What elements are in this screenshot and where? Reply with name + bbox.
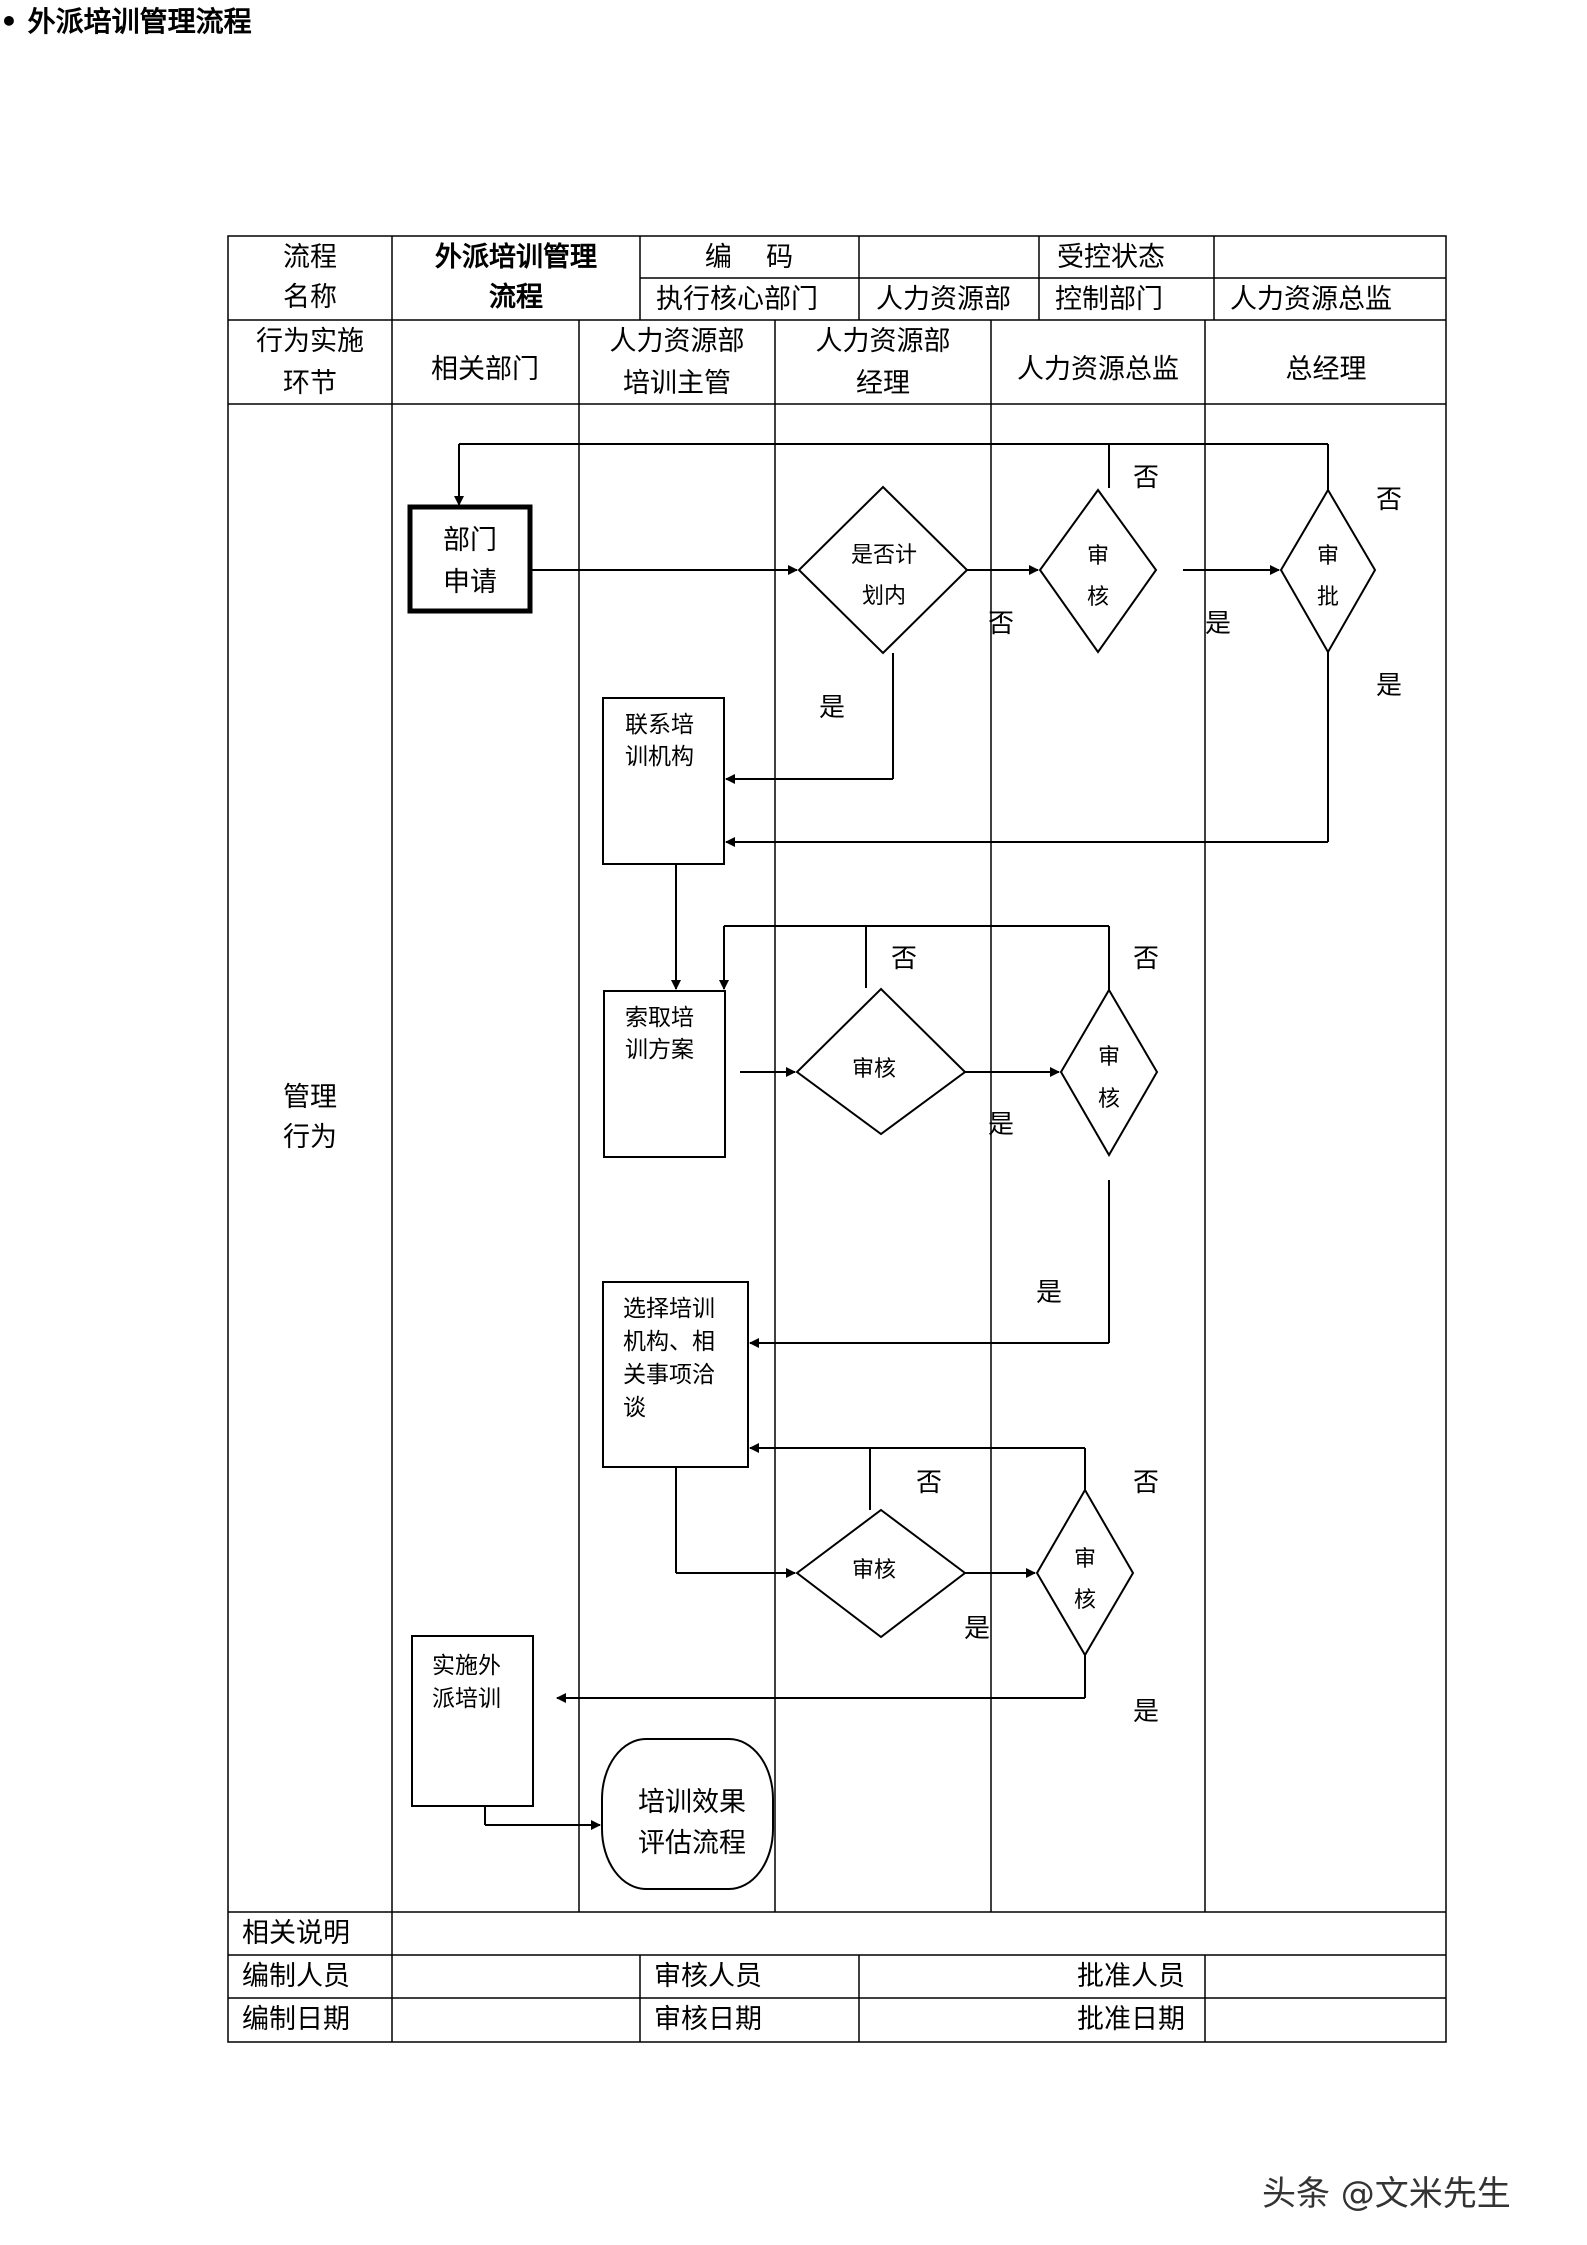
table-grid bbox=[227, 235, 1447, 2043]
implement-text-2: 派培训 bbox=[432, 1686, 501, 1712]
notes-label: 相关说明 bbox=[242, 1918, 350, 1949]
contact-box bbox=[602, 697, 725, 865]
row-label-1: 管理 bbox=[283, 1082, 337, 1113]
select-text-4: 谈 bbox=[623, 1395, 646, 1421]
dept-apply-text-2: 申请 bbox=[443, 567, 497, 598]
process-name-value-1: 外派培训管理 bbox=[435, 242, 597, 273]
approve-date-label: 批准日期 bbox=[1077, 2004, 1185, 2035]
review-5-text-2: 核 bbox=[1074, 1588, 1096, 1613]
lane-hr-manager-2: 经理 bbox=[856, 368, 910, 399]
manager-review-diamond-3 bbox=[795, 1508, 967, 1639]
review-date-label: 审核日期 bbox=[654, 2004, 762, 2035]
evaluate-text-1: 培训效果 bbox=[638, 1787, 746, 1818]
stage-header-1: 行为实施 bbox=[256, 326, 364, 357]
review-3-text-1: 审 bbox=[1098, 1045, 1120, 1070]
select-text-3: 关事项洽 bbox=[623, 1362, 715, 1388]
review-4-text: 审核 bbox=[852, 1558, 896, 1583]
lane-hr-training-1: 人力资源部 bbox=[609, 326, 745, 357]
obtain-plan-box bbox=[603, 990, 726, 1158]
exec-dept-value: 人力资源部 bbox=[876, 284, 1011, 315]
no-label-1: 否 bbox=[1133, 463, 1159, 493]
stage-header-2: 环节 bbox=[283, 368, 337, 399]
row-label-2: 行为 bbox=[283, 1122, 337, 1153]
implement-box bbox=[411, 1635, 534, 1807]
no-label-5: 否 bbox=[1133, 944, 1159, 974]
compiler-label: 编制人员 bbox=[242, 1961, 350, 1992]
approve-text-2: 批 bbox=[1317, 585, 1339, 610]
lane-gm: 总经理 bbox=[1285, 354, 1367, 385]
manager-review-diamond-2 bbox=[795, 987, 967, 1136]
obtain-plan-text-2: 训方案 bbox=[625, 1037, 694, 1063]
process-name-value-2: 流程 bbox=[489, 282, 543, 313]
lane-dept: 相关部门 bbox=[431, 354, 539, 385]
lane-hr-director: 人力资源总监 bbox=[1017, 354, 1179, 385]
reviewer-label: 审核人员 bbox=[654, 1961, 762, 1992]
select-box bbox=[602, 1281, 749, 1468]
control-dept-label: 控制部门 bbox=[1055, 284, 1163, 315]
in-plan-diamond bbox=[797, 485, 969, 655]
no-label-3: 否 bbox=[988, 609, 1014, 639]
yes-label-3: 是 bbox=[819, 693, 845, 723]
approve-text-1: 审 bbox=[1317, 544, 1339, 569]
yes-label-4: 是 bbox=[988, 1110, 1014, 1140]
in-plan-text-2: 划内 bbox=[862, 584, 906, 609]
lane-hr-training-2: 培训主管 bbox=[623, 368, 731, 399]
page-heading: • 外派培训管理流程 bbox=[0, 5, 252, 38]
lane-hr-manager-1: 人力资源部 bbox=[815, 326, 951, 357]
review-1-text-2: 核 bbox=[1087, 585, 1109, 610]
approver-label: 批准人员 bbox=[1077, 1961, 1185, 1992]
yes-label-1: 是 bbox=[1205, 609, 1231, 639]
obtain-plan-text-1: 索取培 bbox=[625, 1005, 694, 1031]
review-1-text-1: 审 bbox=[1087, 544, 1109, 569]
no-label-6: 否 bbox=[916, 1468, 942, 1498]
yes-label-2: 是 bbox=[1376, 671, 1402, 701]
director-review-diamond-3 bbox=[1035, 1488, 1135, 1657]
director-review-diamond-1 bbox=[1038, 488, 1158, 654]
no-label-2: 否 bbox=[1376, 485, 1402, 515]
dept-apply-text-1: 部门 bbox=[443, 525, 497, 556]
process-name-label-2: 名称 bbox=[283, 282, 337, 313]
control-status-label: 受控状态 bbox=[1057, 242, 1165, 273]
yes-label-5: 是 bbox=[1036, 1278, 1062, 1308]
review-5-text-1: 审 bbox=[1074, 1547, 1096, 1572]
review-3-text-2: 核 bbox=[1098, 1087, 1120, 1112]
exec-dept-label: 执行核心部门 bbox=[656, 284, 818, 315]
process-name-label-1: 流程 bbox=[283, 242, 337, 273]
contact-text-1: 联系培 bbox=[625, 712, 694, 738]
yes-label-6: 是 bbox=[964, 1614, 990, 1644]
no-label-7: 否 bbox=[1133, 1468, 1159, 1498]
contact-text-2: 训机构 bbox=[625, 744, 694, 770]
no-label-4: 否 bbox=[891, 944, 917, 974]
director-review-diamond-2 bbox=[1059, 988, 1159, 1157]
watermark: 头条 @文米先生 bbox=[1262, 2174, 1511, 2214]
evaluate-terminal bbox=[601, 1738, 774, 1890]
code-label: 编 码 bbox=[704, 242, 794, 273]
dept-apply-box bbox=[407, 504, 533, 614]
review-2-text: 审核 bbox=[852, 1057, 896, 1082]
select-text-1: 选择培训 bbox=[623, 1296, 715, 1322]
in-plan-text-1: 是否计 bbox=[851, 543, 917, 568]
compile-date-label: 编制日期 bbox=[242, 2004, 350, 2035]
yes-label-7: 是 bbox=[1133, 1697, 1159, 1727]
evaluate-text-2: 评估流程 bbox=[638, 1828, 746, 1859]
control-dept-value: 人力资源总监 bbox=[1230, 284, 1392, 315]
select-text-2: 机构、相 bbox=[623, 1329, 715, 1355]
implement-text-1: 实施外 bbox=[432, 1653, 501, 1679]
gm-approve-diamond bbox=[1279, 488, 1377, 655]
